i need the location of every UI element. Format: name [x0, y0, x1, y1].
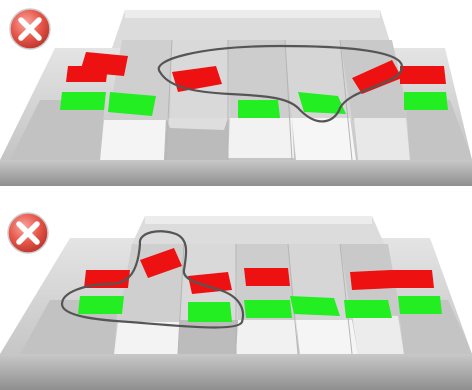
red-tile	[66, 66, 108, 82]
green-tile	[60, 92, 106, 110]
back-wall-top	[125, 10, 380, 18]
back-wall-top	[145, 216, 372, 224]
green-tile	[238, 100, 280, 118]
red-tiles	[66, 52, 446, 94]
green-tile	[344, 300, 392, 318]
selection-outline	[60, 230, 245, 329]
board-front-edge	[0, 354, 472, 390]
red-tile	[188, 272, 232, 294]
green-tile	[108, 92, 156, 116]
green-tile	[290, 296, 340, 316]
green-tiles	[78, 296, 442, 322]
green-tile	[244, 300, 292, 318]
error-x-icon	[9, 8, 51, 50]
red-tile	[244, 268, 290, 286]
back-wall	[112, 10, 392, 48]
scene-panel-top	[0, 0, 472, 186]
red-tile	[400, 66, 446, 84]
scene-panel-bottom	[0, 204, 472, 390]
green-tiles	[60, 92, 448, 118]
scene-top-canvas	[0, 0, 472, 186]
selection-outline	[157, 44, 404, 123]
green-tile	[188, 302, 232, 322]
red-tile	[390, 270, 434, 288]
error-x-icon	[7, 212, 49, 254]
scene-bottom-canvas	[0, 204, 472, 390]
red-tile	[172, 66, 222, 92]
green-tile	[298, 92, 346, 114]
red-tile	[140, 248, 182, 278]
green-tile	[78, 296, 124, 314]
red-tile	[352, 60, 402, 94]
green-tile	[404, 92, 448, 110]
green-tile	[398, 296, 442, 314]
board-front-edge	[0, 160, 472, 186]
red-tile	[350, 270, 394, 290]
